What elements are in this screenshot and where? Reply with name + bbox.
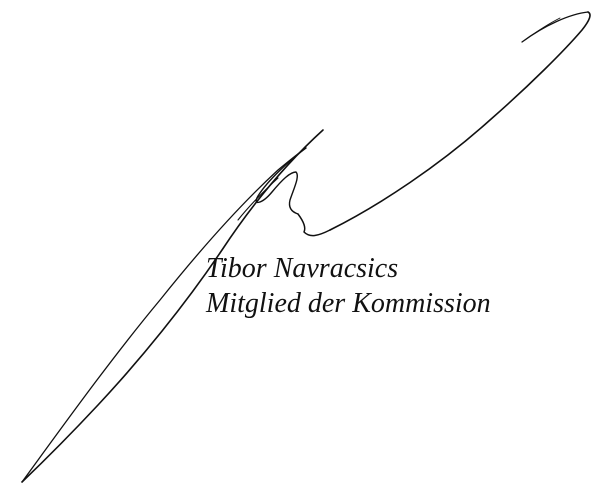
signatory-name: Tibor Navracsics <box>206 253 399 284</box>
signatory-title: Mitglied der Kommission <box>206 288 491 319</box>
signatory-block: Tibor Navracsics Mitglied der Kommission <box>206 251 491 321</box>
